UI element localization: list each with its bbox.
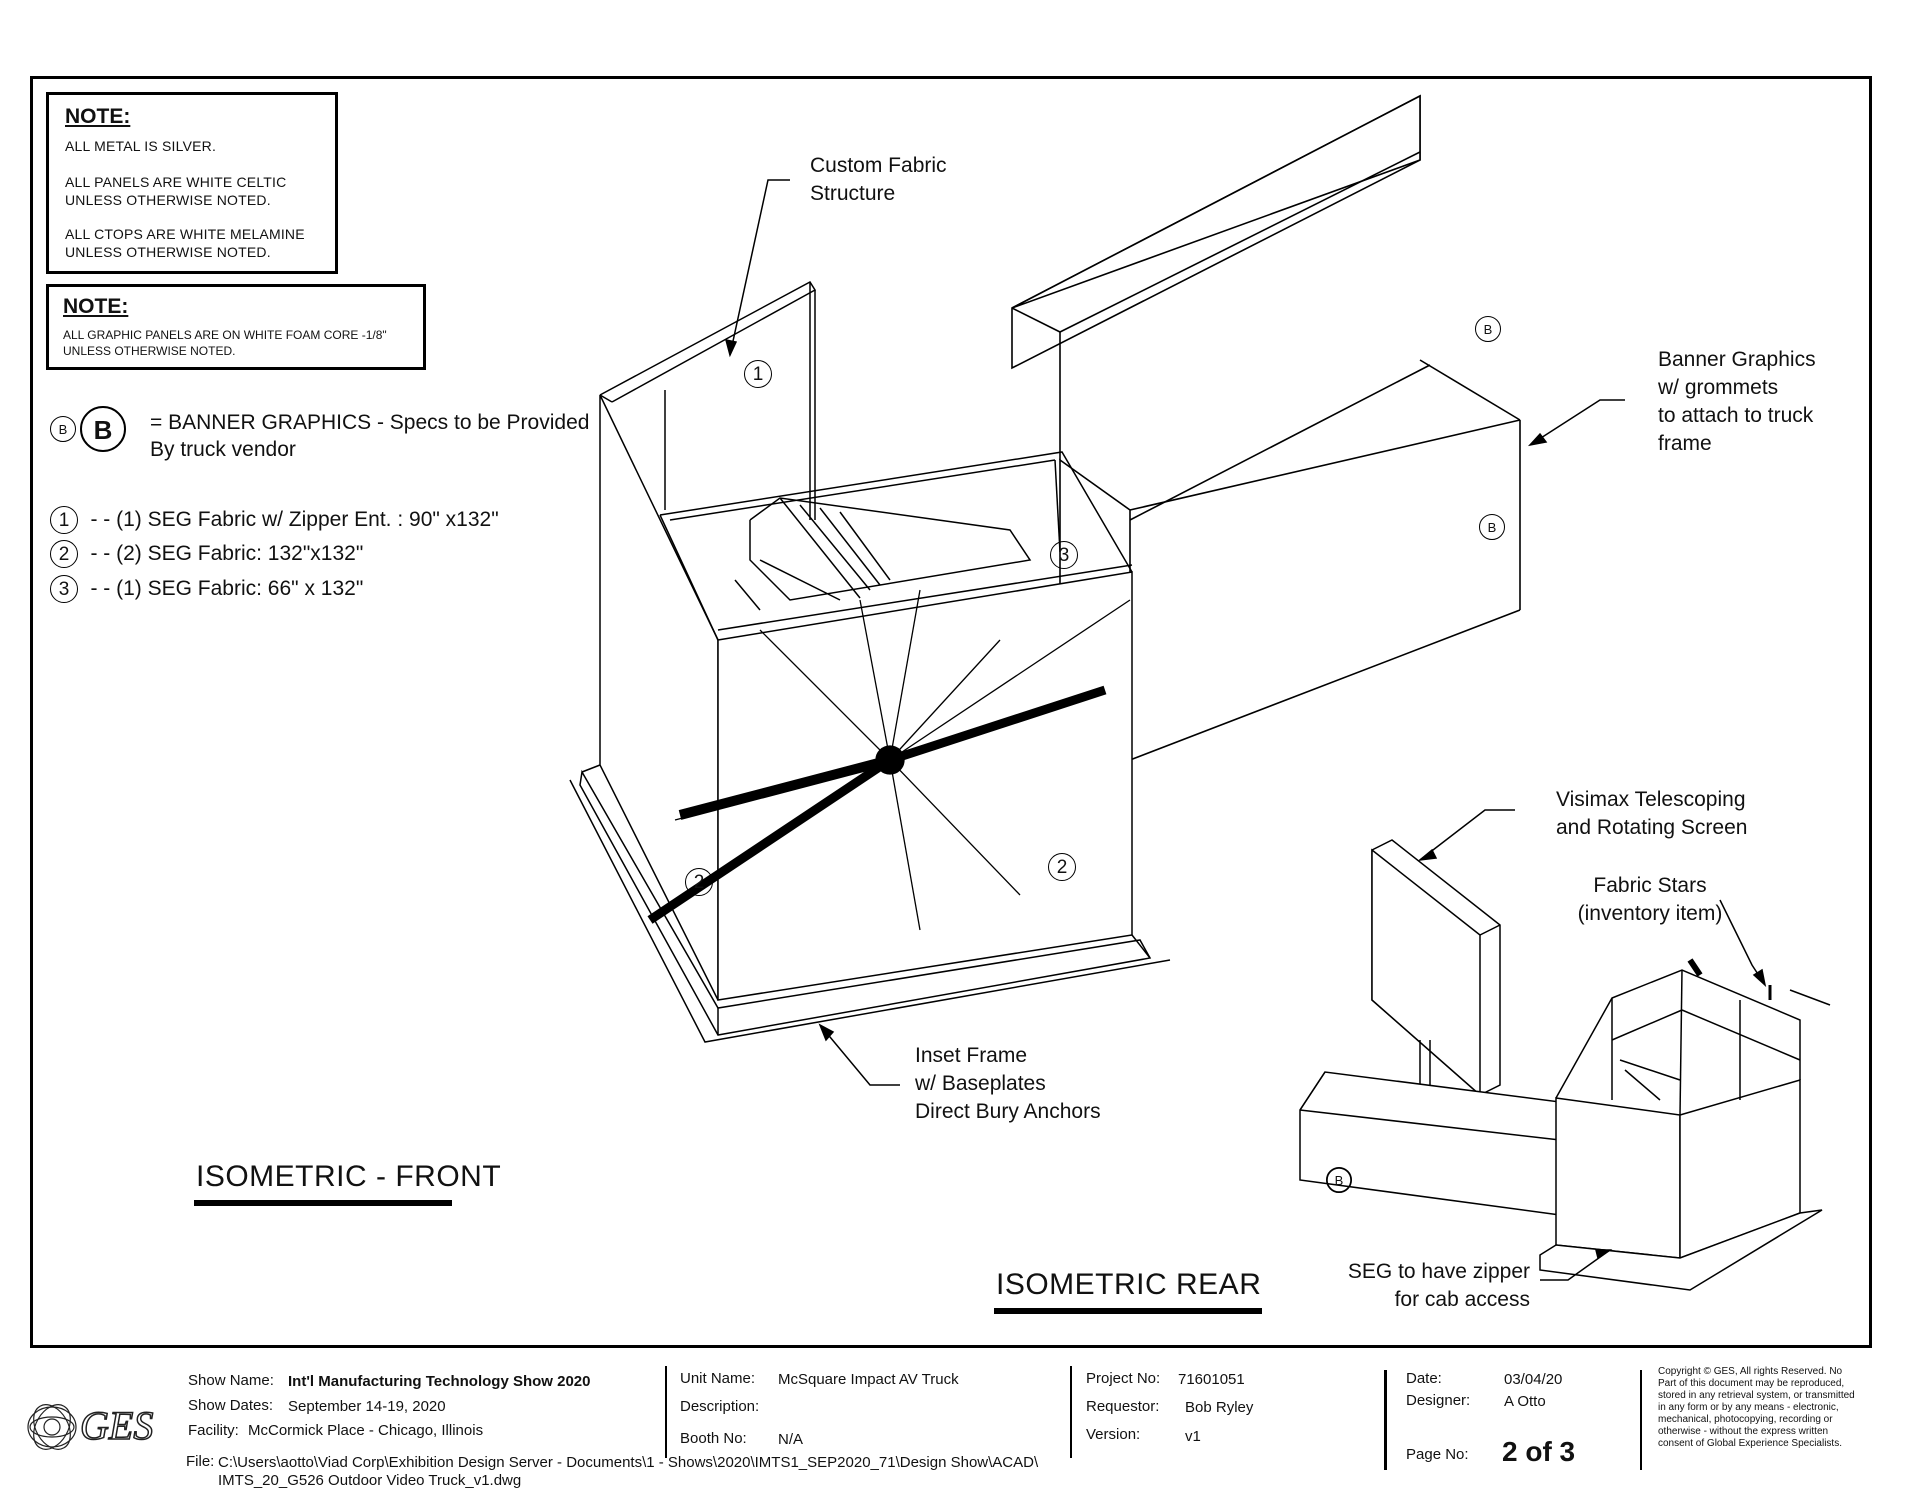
note-line: UNLESS OTHERWISE NOTED. <box>65 244 271 260</box>
note-line: UNLESS OTHERWISE NOTED. <box>65 192 271 208</box>
view-title-underline <box>994 1308 1262 1314</box>
copyright-notice: Copyright © GES, All rights Reserved. No… <box>1658 1366 1855 1449</box>
unit-name-value: McSquare Impact AV Truck <box>778 1371 959 1388</box>
note-title: NOTE: <box>63 295 129 318</box>
legend-text: - - (2) SEG Fabric: 132"x132" <box>90 542 364 565</box>
marker-2: 2 <box>685 868 713 896</box>
fabric-structure <box>569 281 1171 1043</box>
note-line: UNLESS OTHERWISE NOTED. <box>63 344 236 358</box>
show-dates-label: Show Dates: <box>188 1397 274 1414</box>
drawing-frame <box>30 76 1872 1348</box>
legend-number: 3 <box>50 575 78 603</box>
legend-item: 2 - - (2) SEG Fabric: 132"x132" <box>50 540 363 568</box>
view-title-rear: ISOMETRIC REAR <box>996 1268 1262 1301</box>
legend-item: 3 - - (1) SEG Fabric: 66" x 132" <box>50 575 363 603</box>
title-block-divider <box>665 1366 667 1458</box>
ges-logo-text: GES <box>79 1402 154 1449</box>
note-line: ALL GRAPHIC PANELS ARE ON WHITE FOAM COR… <box>63 328 387 342</box>
ges-logo-icon <box>27 1404 77 1450</box>
banner-legend-text: = BANNER GRAPHICS - Specs to be Provided <box>150 411 590 434</box>
date-value: 03/04/20 <box>1504 1371 1563 1388</box>
title-block-divider <box>1384 1370 1387 1470</box>
page-value: 2 of 3 <box>1502 1436 1576 1467</box>
truck-rear <box>1299 839 1831 1291</box>
project-value: 71601051 <box>1178 1371 1245 1388</box>
leaders-front <box>724 179 1625 1086</box>
callout-custom-fabric: Custom Fabric Structure <box>810 154 947 205</box>
requestor-label: Requestor: <box>1086 1398 1160 1415</box>
leaders-rear <box>1417 809 1767 1281</box>
title-block-divider <box>1640 1370 1642 1470</box>
banner-symbol-small: B <box>50 416 76 442</box>
note-box-graphics: NOTE: ALL GRAPHIC PANELS ARE ON WHITE FO… <box>46 284 426 370</box>
requestor-value: Bob Ryley <box>1185 1399 1254 1416</box>
facility-value: McCormick Place - Chicago, Illinois <box>248 1422 484 1439</box>
marker-3: 3 <box>1050 541 1078 569</box>
view-title-front: ISOMETRIC - FRONT <box>196 1160 502 1193</box>
designer-value: A Otto <box>1504 1393 1546 1410</box>
note-box-metal: NOTE: ALL METAL IS SILVER. ALL PANELS AR… <box>46 92 338 274</box>
booth-value: N/A <box>778 1431 804 1448</box>
booth-label: Booth No: <box>680 1430 747 1447</box>
legend-text: - - (1) SEG Fabric: 66" x 132" <box>90 577 364 600</box>
date-label: Date: <box>1406 1370 1442 1387</box>
file-label: File: <box>186 1453 215 1470</box>
facility-label: Facility: <box>188 1422 239 1439</box>
legend-number: 1 <box>50 506 78 534</box>
legend-text: - - (1) SEG Fabric w/ Zipper Ent. : 90" … <box>90 508 499 531</box>
version-value: v1 <box>1185 1428 1201 1445</box>
show-name-value: Int'l Manufacturing Technology Show 2020 <box>288 1373 591 1390</box>
unit-name-label: Unit Name: <box>680 1370 756 1387</box>
page-label: Page No: <box>1406 1446 1469 1463</box>
file-name: IMTS_20_G526 Outdoor Video Truck_v1.dwg <box>218 1472 522 1489</box>
show-dates-value: September 14-19, 2020 <box>288 1398 446 1415</box>
view-title-underline <box>194 1200 452 1206</box>
version-label: Version: <box>1086 1426 1141 1443</box>
project-label: Project No: <box>1086 1370 1161 1387</box>
legend-number: 2 <box>50 540 78 568</box>
note-line: ALL CTOPS ARE WHITE MELAMINE <box>65 226 305 242</box>
banner-legend-text: By truck vendor <box>150 438 296 461</box>
file-path: C:\Users\aotto\Viad Corp\Exhibition Desi… <box>218 1454 1039 1471</box>
marker-b: B <box>1475 316 1501 342</box>
marker-1: 1 <box>744 360 772 388</box>
show-name-label: Show Name: <box>188 1372 274 1389</box>
title-block-divider <box>1070 1366 1072 1458</box>
note-line: ALL PANELS ARE WHITE CELTIC <box>65 174 287 190</box>
marker-b: B <box>1479 514 1505 540</box>
callout-visimax: Visimax Telescoping and Rotating Screen <box>1556 788 1748 839</box>
marker-2: 2 <box>1048 853 1076 881</box>
note-title: NOTE: <box>65 105 131 128</box>
marker-b: B <box>1326 1167 1352 1193</box>
note-line: ALL METAL IS SILVER. <box>65 138 217 154</box>
banner-symbol-large: B <box>80 406 126 452</box>
callout-fabric-stars: Fabric Stars (inventory item) <box>1577 874 1723 925</box>
title-block: GES Show Name: Int'l Manufacturing Techn… <box>0 1352 1920 1489</box>
description-label: Description: <box>680 1398 760 1415</box>
designer-label: Designer: <box>1406 1392 1471 1409</box>
legend-item: 1 - - (1) SEG Fabric w/ Zipper Ent. : 90… <box>50 506 499 534</box>
callout-seg-zipper: SEG to have zipper for cab access <box>1347 1260 1530 1311</box>
callout-inset-frame: Inset Frame w/ Baseplates Direct Bury An… <box>915 1044 1101 1123</box>
callout-banner-graphics: Banner Graphics w/ grommets to attach to… <box>1658 348 1816 455</box>
